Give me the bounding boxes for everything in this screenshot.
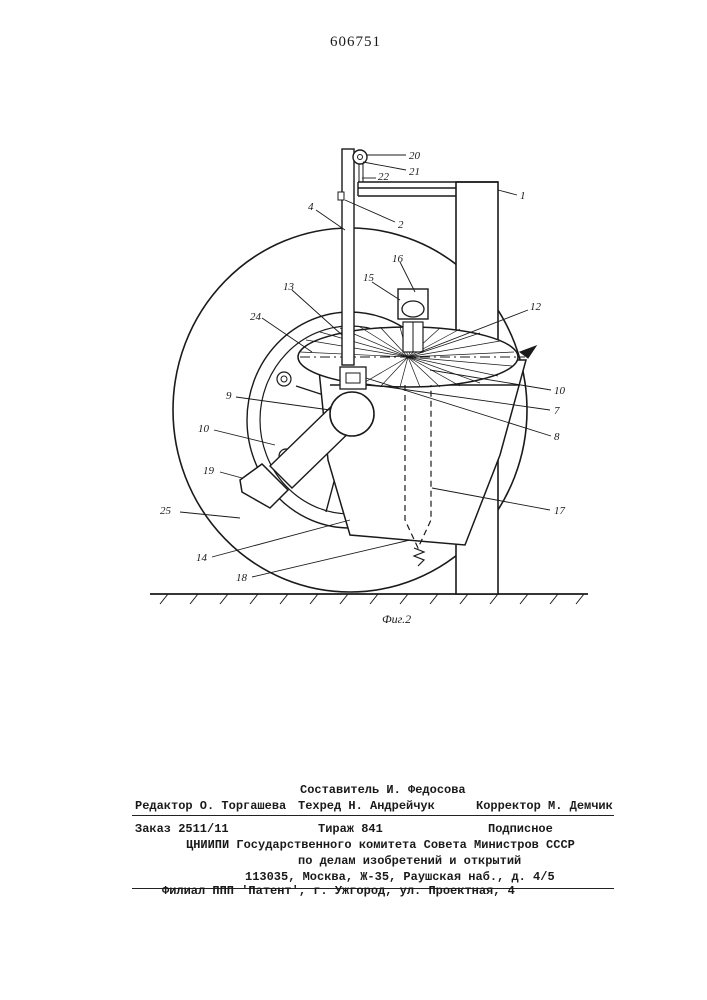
label-25: 25 — [160, 505, 172, 517]
imprint-rule-top — [132, 815, 614, 816]
label-24: 24 — [250, 311, 262, 323]
label-8: 8 — [554, 431, 560, 443]
organization-line-1: ЦНИИПИ Государственного комитета Совета … — [186, 838, 575, 852]
label-7: 7 — [554, 405, 560, 417]
order-line: Заказ 2511/11 — [135, 822, 229, 836]
label-22: 22 — [378, 171, 390, 183]
technical-drawing: 20 21 22 1 2 4 16 15 13 12 24 10 7 8 9 1… — [0, 0, 707, 640]
label-9: 9 — [226, 390, 232, 402]
corrector-line: Корректор М. Демчик — [476, 799, 613, 813]
branch-line: Филиал ППП 'Патент', г. Ужгород, ул. Про… — [162, 884, 515, 898]
bracket — [340, 367, 366, 389]
address-line: 113035, Москва, Ж-35, Раушская наб., д. … — [245, 870, 555, 884]
label-10-right: 10 — [554, 385, 566, 397]
label-12: 12 — [530, 301, 542, 313]
techred-line: Техред Н. Андрейчук — [298, 799, 435, 813]
label-13: 13 — [283, 281, 295, 293]
organization-line-2: по делам изобретений и открытий — [298, 854, 521, 868]
figure-caption: Фиг.2 — [382, 612, 411, 627]
label-16: 16 — [392, 253, 404, 265]
subscription-line: Подписное — [488, 822, 553, 836]
label-14: 14 — [196, 552, 208, 564]
label-17: 17 — [554, 505, 566, 517]
label-4: 4 — [308, 201, 314, 213]
label-10-left: 10 — [198, 423, 210, 435]
editor-line: Редактор О. Торгашева — [135, 799, 286, 813]
label-18: 18 — [236, 572, 248, 584]
circulation-line: Тираж 841 — [318, 822, 383, 836]
label-21: 21 — [409, 166, 420, 178]
ground-line — [150, 594, 588, 604]
label-2: 2 — [398, 219, 404, 231]
label-19: 19 — [203, 465, 215, 477]
label-1: 1 — [520, 190, 526, 202]
label-15: 15 — [363, 272, 375, 284]
label-20: 20 — [409, 150, 421, 162]
compiler-line: Составитель И. Федосова — [300, 783, 466, 797]
motor — [398, 289, 428, 352]
